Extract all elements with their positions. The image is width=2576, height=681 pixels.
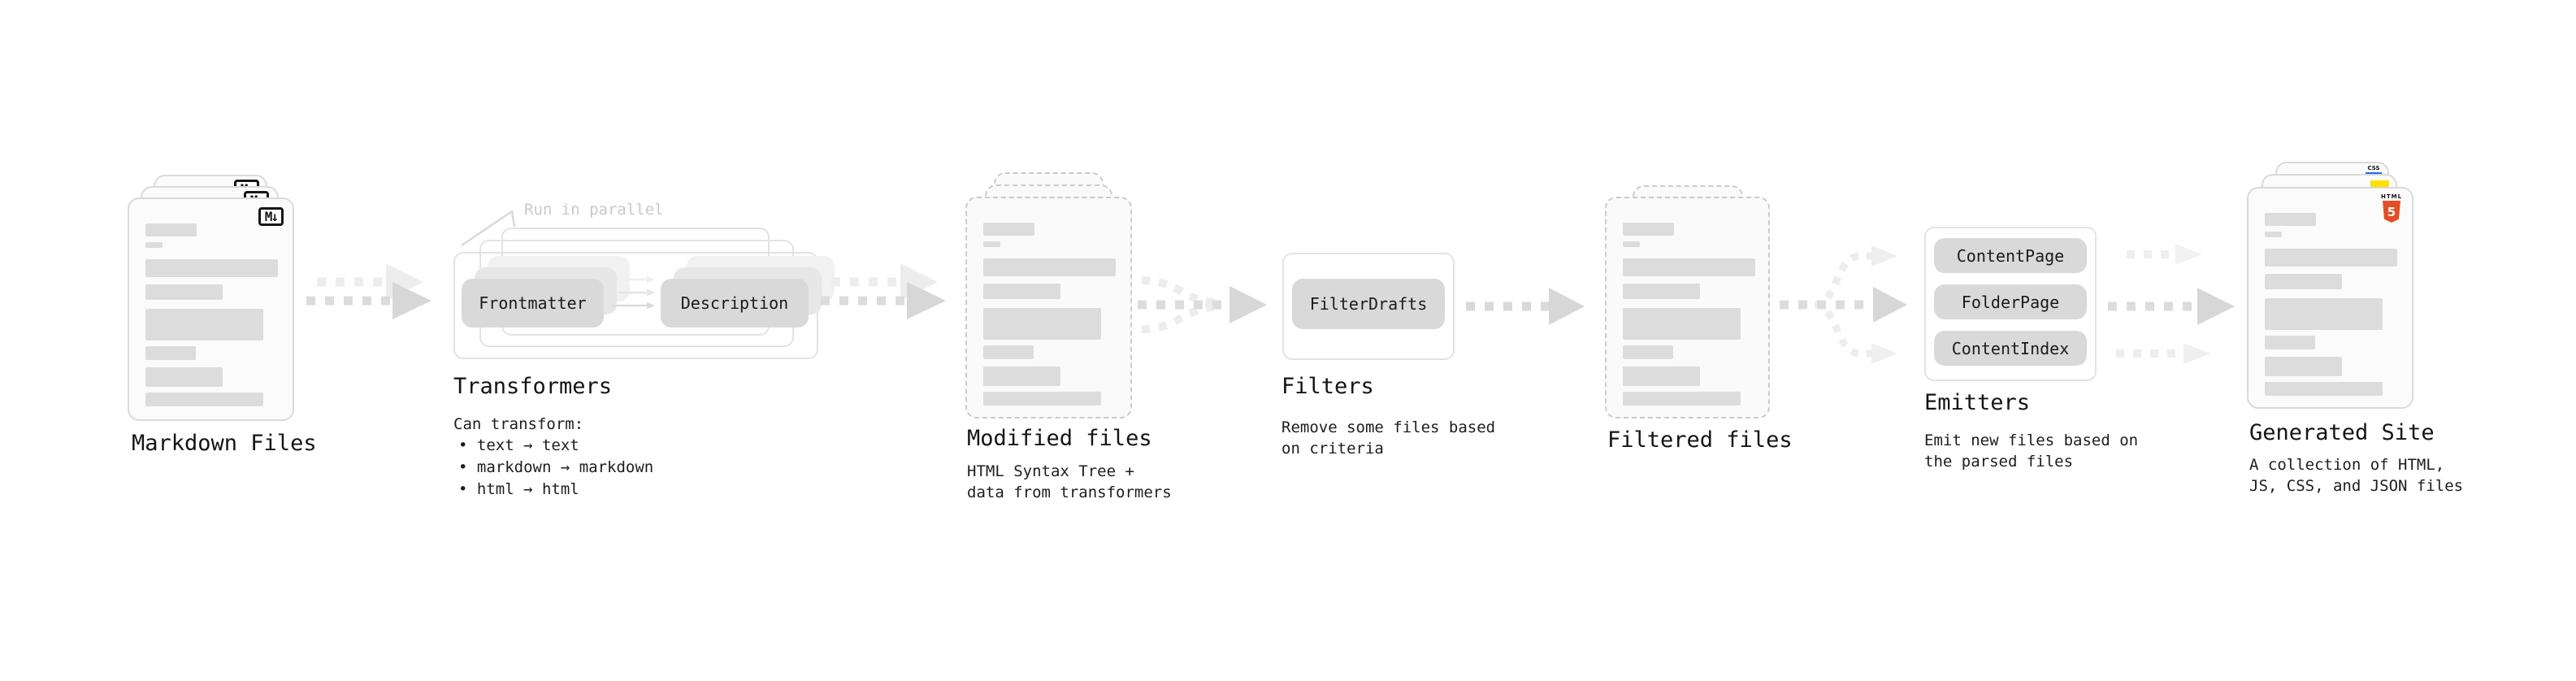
placeholder-bar xyxy=(2265,232,2282,237)
transformers-bullet-list: • text → text • markdown → markdown • ht… xyxy=(458,435,653,501)
emitters-box xyxy=(1924,227,2097,381)
placeholder-bar xyxy=(983,241,1000,247)
placeholder-bar xyxy=(983,308,1101,340)
pill-filterdrafts: FilterDrafts xyxy=(1292,279,1445,329)
placeholder-bar xyxy=(1623,345,1673,359)
placeholder-bar xyxy=(1623,367,1700,386)
placeholder-bar xyxy=(2265,274,2342,289)
placeholder-bar xyxy=(145,223,197,236)
file-content-placeholder xyxy=(1623,223,1755,406)
pill-connector-arrows xyxy=(612,275,655,310)
placeholder-bar xyxy=(145,309,263,340)
arrows-emitters-to-generated xyxy=(2108,244,2235,364)
placeholder-bar xyxy=(145,259,278,277)
pill-contentpage: ContentPage xyxy=(1934,238,2087,273)
stage-subtitle-generated-site: A collection of HTML, JS, CSS, and JSON … xyxy=(2249,456,2464,495)
stage-title-generated-site: Generated Site xyxy=(2249,420,2435,445)
placeholder-bar xyxy=(983,345,1034,359)
pill-description: Description xyxy=(661,279,809,327)
stage-title-modified-files: Modified files xyxy=(967,426,1152,451)
placeholder-bar xyxy=(145,367,223,387)
placeholder-bar xyxy=(1623,258,1755,276)
stage-subtitle-filters: Remove some files based on criteria xyxy=(1281,419,1496,458)
stage-title-transformers: Transformers xyxy=(453,374,613,399)
annotation-leader-line xyxy=(461,209,516,247)
placeholder-bar xyxy=(145,284,223,300)
filters-box xyxy=(1282,253,1455,360)
arrow-modified-to-filters-merge xyxy=(1138,276,1267,333)
pill-contentindex: ContentIndex xyxy=(1934,331,2087,366)
placeholder-bar xyxy=(145,393,263,406)
placeholder-bar xyxy=(1623,392,1741,406)
markdown-icon: M↓ xyxy=(258,207,284,226)
bullet-item: • html → html xyxy=(458,480,579,498)
html5-icon-number: 5 xyxy=(2387,204,2396,219)
arrow-filtered-to-emitters-fanout xyxy=(1780,245,1907,364)
placeholder-bar xyxy=(1623,284,1700,299)
placeholder-bar xyxy=(1623,308,1741,340)
placeholder-bar xyxy=(145,242,163,248)
placeholder-bar xyxy=(983,284,1060,299)
placeholder-bar xyxy=(145,346,196,360)
arrow-markdown-to-transformers xyxy=(306,263,432,319)
html5-icon: HTML 5 xyxy=(2381,193,2402,223)
stage-title-markdown-files: Markdown Files xyxy=(132,431,317,456)
file-content-placeholder xyxy=(145,223,278,406)
placeholder-bar xyxy=(2265,213,2316,226)
placeholder-bar xyxy=(983,258,1116,276)
stage-subtitle-transformers: Can transform: xyxy=(453,415,584,433)
bullet-item: • text → text xyxy=(458,436,579,454)
pill-folderpage: FolderPage xyxy=(1934,284,2087,319)
stage-subtitle-emitters: Emit new files based on the parsed files xyxy=(1924,432,2139,471)
pill-frontmatter: Frontmatter xyxy=(462,279,604,327)
arrow-transformers-to-modified xyxy=(821,263,946,319)
css-icon-label: CSS xyxy=(2367,165,2380,171)
placeholder-bar xyxy=(1623,241,1640,247)
file-content-placeholder xyxy=(2265,213,2397,396)
placeholder-bar xyxy=(983,392,1101,406)
file-card: HTML 5 xyxy=(2247,187,2413,409)
stage-title-emitters: Emitters xyxy=(1924,390,2031,415)
placeholder-bar xyxy=(2265,382,2383,396)
placeholder-bar xyxy=(2265,298,2383,330)
arrow-filters-to-filtered xyxy=(1466,288,1585,325)
placeholder-bar xyxy=(983,367,1060,386)
file-content-placeholder xyxy=(983,223,1116,406)
stage-subtitle-modified-files: HTML Syntax Tree + data from transformer… xyxy=(967,462,1172,501)
placeholder-bar xyxy=(2265,336,2315,349)
stage-title-filtered-files: Filtered files xyxy=(1607,427,1793,453)
placeholder-bar xyxy=(2265,249,2397,267)
placeholder-bar xyxy=(983,223,1034,236)
bullet-item: • markdown → markdown xyxy=(458,458,654,476)
file-card: M↓ xyxy=(128,197,294,421)
placeholder-bar xyxy=(2265,357,2342,376)
stage-title-filters: Filters xyxy=(1281,374,1374,399)
html5-icon-label: HTML xyxy=(2381,193,2403,200)
file-card xyxy=(965,197,1132,419)
file-card xyxy=(1605,197,1770,419)
html5-icon-shield: 5 xyxy=(2383,201,2400,223)
js-icon xyxy=(2370,180,2389,188)
placeholder-bar xyxy=(1623,223,1674,236)
annotation-run-in-parallel: Run in parallel xyxy=(524,201,664,219)
